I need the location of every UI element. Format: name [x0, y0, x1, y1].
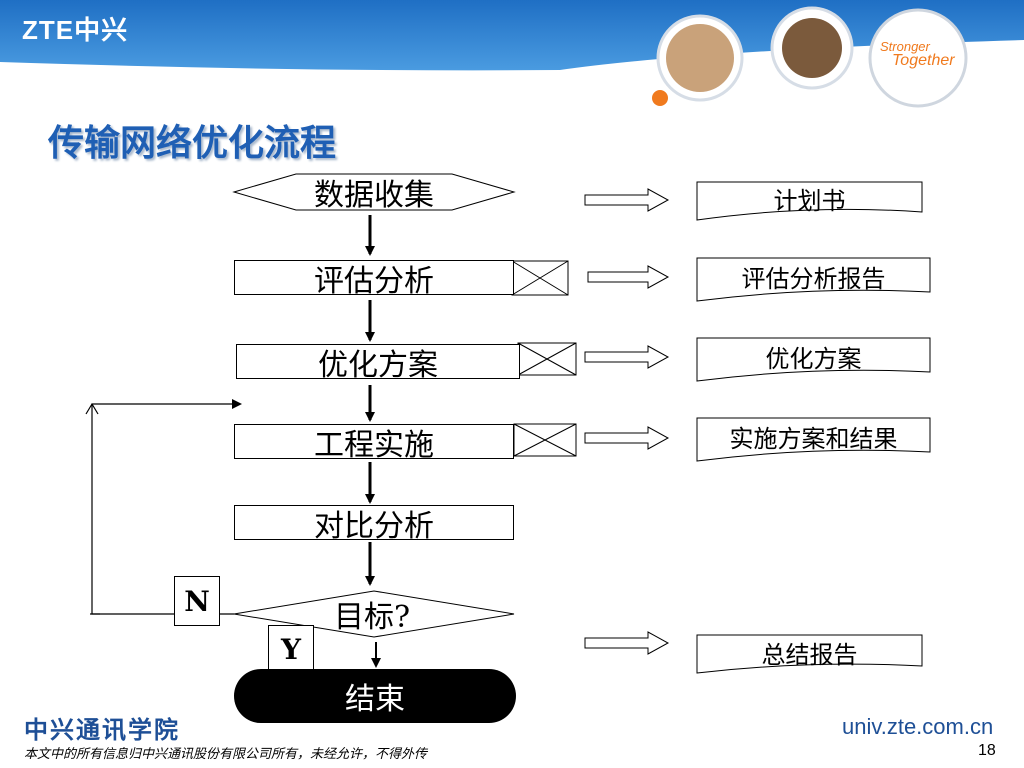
page-number: 18 — [978, 742, 996, 759]
doc-shape-5 — [696, 634, 923, 674]
decision-label: 目标? — [333, 600, 411, 635]
yes-label: Y — [268, 625, 314, 673]
output-arrow-5 — [584, 631, 670, 655]
start-hexagon — [232, 173, 516, 211]
doc-shape-2 — [696, 257, 931, 302]
feedback-loop — [91, 399, 242, 615]
output-arrow-2 — [587, 265, 670, 289]
slogan-line-2: Together — [892, 52, 955, 69]
cross-box-2 — [517, 342, 577, 376]
header-band — [0, 0, 1024, 108]
academy-name: 中兴通讯学院 — [24, 715, 180, 744]
doc-shape-4 — [696, 417, 931, 462]
output-arrow-4 — [584, 426, 670, 450]
footer-url: univ.zte.com.cn — [842, 714, 994, 739]
slogan: Stronger Together — [880, 39, 970, 69]
step-comparison: 对比分析 — [234, 505, 514, 544]
step-evaluation: 评估分析 — [234, 260, 514, 299]
output-optimization-plan: 优化方案 — [765, 344, 862, 373]
step-data-collection: 数据收集 — [314, 178, 434, 213]
zte-logo: ZTE中兴 — [22, 15, 129, 45]
output-arrow-3 — [584, 345, 670, 369]
output-implementation-results: 实施方案和结果 — [729, 424, 898, 453]
no-label: N — [174, 576, 220, 626]
output-plan: 计划书 — [773, 186, 846, 215]
step-implementation: 工程实施 — [234, 424, 514, 463]
disclaimer: 本文中的所有信息归中兴通讯股份有限公司所有，未经允许，不得外传 — [24, 747, 428, 762]
doc-shape-3 — [696, 337, 931, 382]
output-evaluation-report: 评估分析报告 — [741, 264, 886, 293]
slogan-line-1: Stronger — [880, 39, 930, 54]
end-terminal: 结束 — [234, 669, 516, 723]
step-optimization-plan: 优化方案 — [236, 344, 520, 383]
output-summary-report: 总结报告 — [761, 640, 858, 669]
page-title: 传输网络优化流程 — [48, 123, 337, 164]
cross-box-3 — [513, 423, 577, 457]
output-arrow-1 — [584, 188, 670, 212]
cross-box-1 — [511, 260, 569, 296]
doc-shape-1 — [696, 181, 923, 221]
